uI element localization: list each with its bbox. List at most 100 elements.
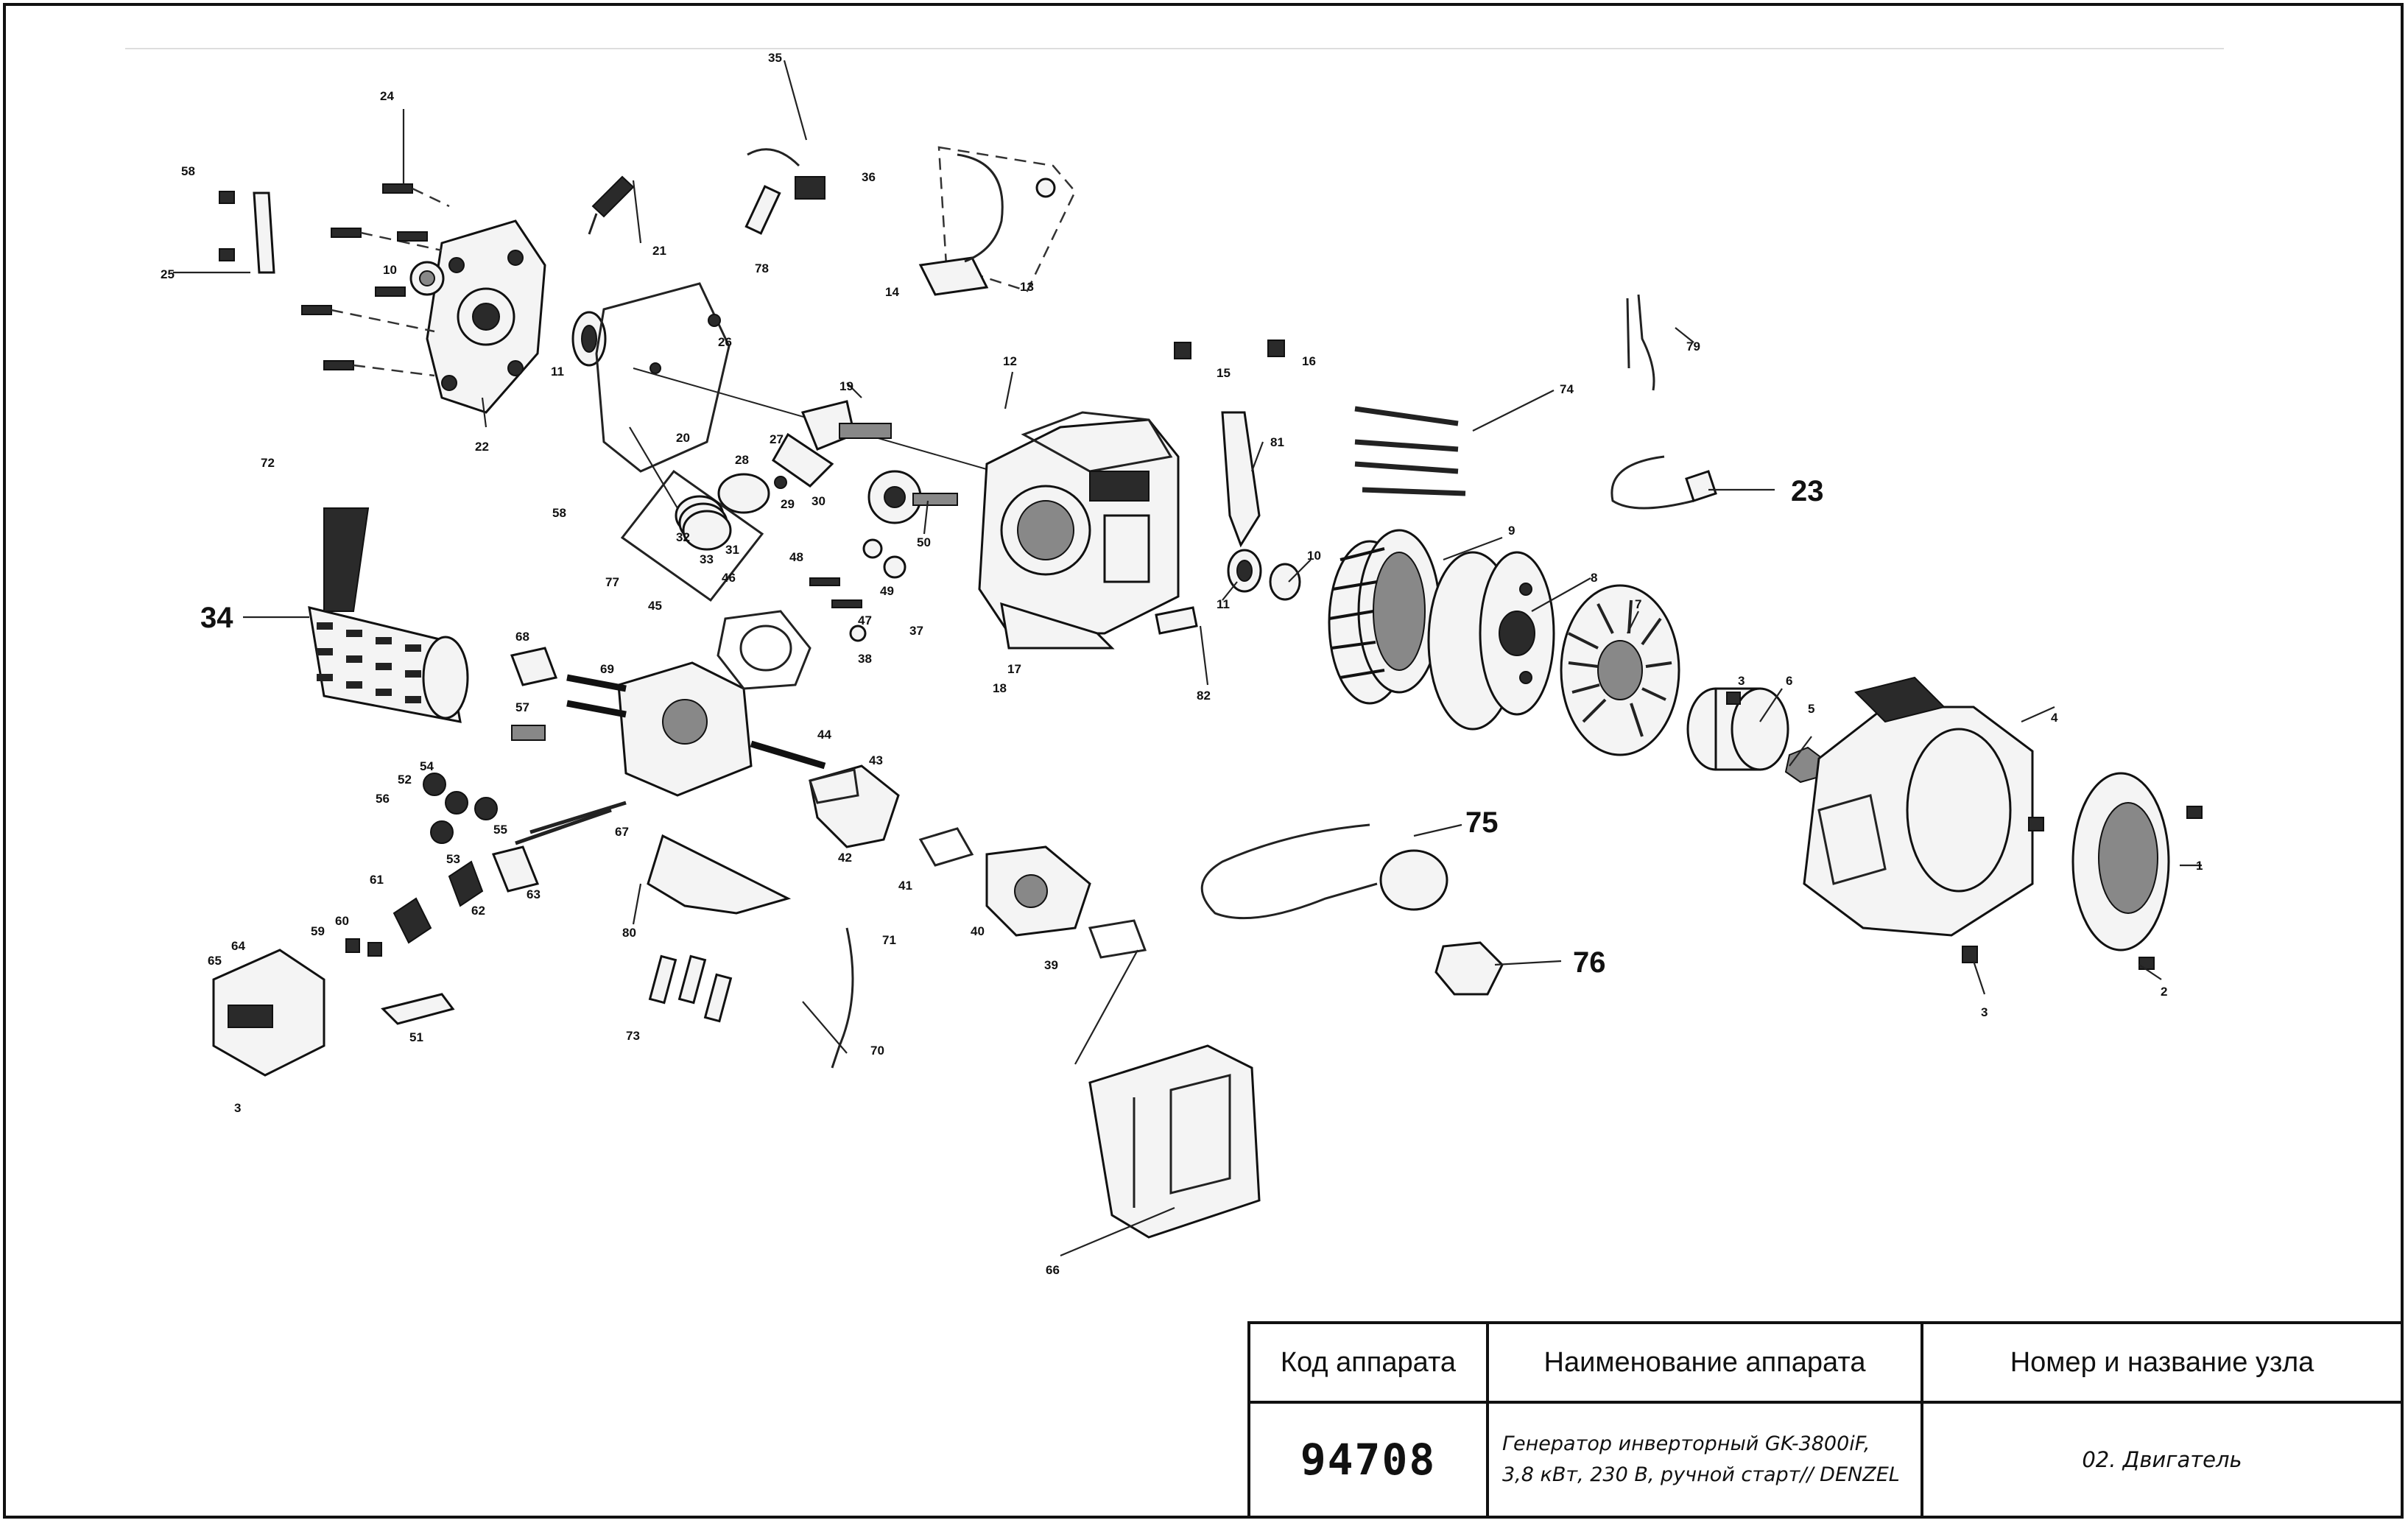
part-label-26: 26 (718, 335, 732, 349)
part-label-41: 41 (898, 879, 912, 893)
title-block: Код аппарата Наименование аппарата Номер… (1247, 1321, 2404, 1519)
part-label-35: 35 (768, 51, 782, 65)
node-cell: 02. Двигатель (1923, 1401, 2404, 1519)
part-label-43: 43 (869, 753, 883, 767)
crankcase-cover-part (426, 219, 546, 414)
part-label-49: 49 (880, 584, 894, 598)
piston-rings-box (620, 469, 764, 602)
part-label-73: 73 (626, 1029, 640, 1043)
part-label-66: 66 (1046, 1263, 1060, 1277)
part-label-67: 67 (615, 825, 629, 839)
part-label-60: 60 (335, 914, 349, 928)
part-label-79: 79 (1686, 340, 1700, 354)
name-cell: Генератор инверторный GK-3800iF, 3,8 кВт… (1489, 1401, 1923, 1519)
part-label-68: 68 (515, 630, 529, 644)
rocker-arm-parts (345, 773, 627, 957)
sensor-wires (1200, 294, 1717, 996)
part-label-51: 51 (409, 1030, 423, 1044)
part-label-37: 37 (909, 624, 923, 638)
part-label-2: 2 (2161, 985, 2167, 999)
part-label-29: 29 (781, 497, 795, 511)
header-name-cell: Наименование аппарата (1489, 1324, 1923, 1401)
part-label-56: 56 (376, 792, 390, 806)
valve-cover-part (212, 949, 325, 1077)
title-block-body: 94708 Генератор инверторный GK-3800iF, 3… (1250, 1401, 2404, 1519)
oil-sensor-part (588, 175, 635, 235)
part-label-40: 40 (971, 924, 985, 938)
stator-bracket (1155, 411, 1261, 635)
bracket-part (219, 191, 275, 274)
part-label-53: 53 (446, 852, 460, 866)
part-label-58: 58 (552, 506, 566, 520)
part-label-71: 71 (882, 933, 896, 947)
part-label-21: 21 (652, 244, 666, 258)
part-label-38: 38 (858, 652, 872, 666)
node-name: 02. Двигатель (2082, 1447, 2242, 1472)
part-label-36: 36 (862, 170, 876, 184)
header-code-cell: Код аппарата (1250, 1324, 1489, 1401)
part-label-74: 74 (1560, 382, 1574, 396)
part-label-15: 15 (1217, 366, 1231, 380)
part-label-64: 64 (231, 939, 245, 953)
part-label-62: 62 (471, 904, 485, 918)
part-label-34: 34 (200, 602, 233, 634)
part-label-11: 11 (551, 365, 564, 379)
part-label-8: 8 (1591, 571, 1597, 585)
header-node-label: Номер и название узла (2010, 1346, 2314, 1378)
head-gasket-part (717, 610, 812, 690)
stator-part (1227, 529, 1441, 705)
part-label-10: 10 (383, 263, 397, 277)
crankshaft-part (633, 367, 995, 514)
part-label-20: 20 (676, 431, 690, 445)
air-filter-housing (1074, 949, 1261, 1239)
part-label-77: 77 (605, 575, 619, 589)
part-label-9: 9 (1508, 524, 1515, 538)
part-label-50: 50 (917, 535, 931, 549)
camshaft-gear (867, 470, 958, 524)
part-label-13: 13 (1020, 280, 1034, 294)
cylinder-head-part (566, 661, 826, 797)
part-label-44: 44 (817, 728, 831, 742)
part-label-28: 28 (735, 453, 749, 467)
device-name: Генератор инверторный GK-3800iF, 3,8 кВт… (1502, 1432, 1900, 1486)
part-label-82: 82 (1197, 689, 1211, 703)
sheet-frame (3, 3, 2404, 1519)
part-label-19: 19 (839, 379, 853, 393)
part-label-1: 1 (2196, 859, 2203, 873)
part-label-10: 10 (1307, 549, 1321, 563)
part-label-11: 11 (1217, 597, 1230, 611)
part-label-58: 58 (181, 164, 195, 178)
bearing-and-gasket (571, 282, 731, 473)
part-label-6: 6 (1786, 674, 1792, 688)
part-label-24: 24 (380, 89, 394, 103)
small-accessories (381, 834, 854, 1069)
part-label-12: 12 (1003, 354, 1017, 368)
mounting-bolts (1174, 340, 1466, 496)
recoil-starter-part (1962, 772, 2203, 970)
part-label-3: 3 (1738, 674, 1745, 688)
part-label-70: 70 (870, 1044, 884, 1058)
part-label-18: 18 (993, 681, 1007, 695)
device-code: 94708 (1300, 1435, 1437, 1485)
part-label-4: 4 (2051, 711, 2058, 725)
part-label-3: 3 (234, 1101, 241, 1115)
rotor-part (1427, 551, 1555, 731)
cooling-fan-part (1560, 584, 1680, 756)
part-label-31: 31 (725, 543, 739, 557)
header-node-cell: Номер и название узла (1923, 1324, 2404, 1401)
part-label-55: 55 (493, 823, 507, 837)
part-label-45: 45 (648, 599, 662, 613)
part-label-39: 39 (1044, 958, 1058, 972)
engine-block-part (978, 411, 1180, 650)
part-label-42: 42 (838, 851, 852, 865)
title-block-header: Код аппарата Наименование аппарата Номер… (1250, 1324, 2404, 1404)
part-label-16: 16 (1302, 354, 1316, 368)
part-label-47: 47 (858, 613, 872, 627)
part-label-27: 27 (770, 432, 784, 446)
cover-bolts (301, 183, 450, 377)
part-label-33: 33 (700, 552, 714, 566)
part-label-14: 14 (885, 285, 899, 299)
part-label-61: 61 (370, 873, 384, 887)
